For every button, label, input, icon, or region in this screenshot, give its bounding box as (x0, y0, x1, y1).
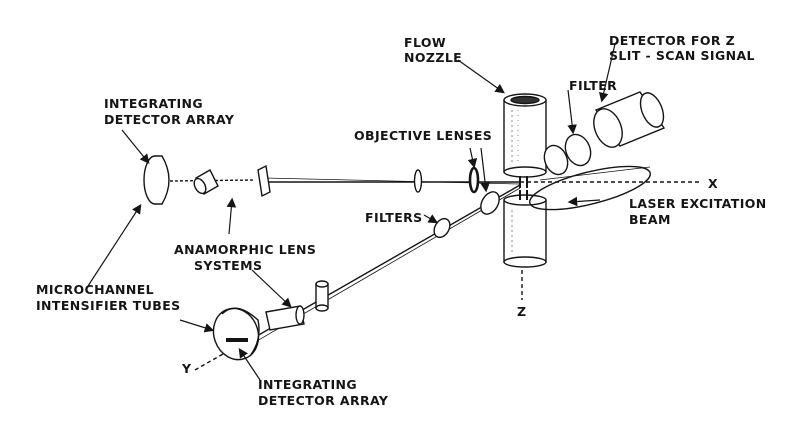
objective-lenses-label: OBJECTIVE LENSES (354, 128, 492, 143)
integrating-array-bottom-label: INTEGRATING DETECTOR ARRAY (258, 377, 389, 408)
laser-excitation-label: LASER EXCITATION BEAM (629, 196, 771, 227)
detector-z-label: DETECTOR FOR Z SLIT - SCAN SIGNAL (609, 33, 755, 63)
filters-label: FILTERS (365, 210, 423, 225)
slit-scan-detector (593, 91, 666, 148)
top-anamorphic-lens (193, 164, 271, 198)
bottom-anamorphic-lens (265, 280, 329, 331)
lower-cylinder (503, 190, 547, 268)
flow-nozzle-cylinder (503, 93, 547, 188)
x-axis-beam (169, 177, 700, 185)
bottom-integrating-detector (212, 307, 260, 361)
flow-nozzle-label: FLOW NOZZLE (404, 35, 462, 65)
microchannel-tubes-label: MICROCHANNEL INTENSIFIER TUBES (36, 282, 181, 313)
anamorphic-lens-label: ANAMORPHIC LENS SYSTEMS (174, 242, 321, 273)
laser-excitation-beam (529, 165, 651, 211)
leader-arrows (87, 43, 616, 381)
integrating-array-top-label: INTEGRATING DETECTOR ARRAY (104, 96, 235, 127)
right-filter (543, 133, 592, 176)
top-integrating-detector (143, 155, 170, 205)
objective-lenses (413, 166, 500, 215)
axis-y-label: Y (181, 361, 192, 376)
filter-label: FILTER (569, 78, 617, 93)
middle-filter (433, 217, 451, 239)
axis-x-label: X (708, 176, 718, 191)
axis-z-label: Z (517, 304, 526, 319)
